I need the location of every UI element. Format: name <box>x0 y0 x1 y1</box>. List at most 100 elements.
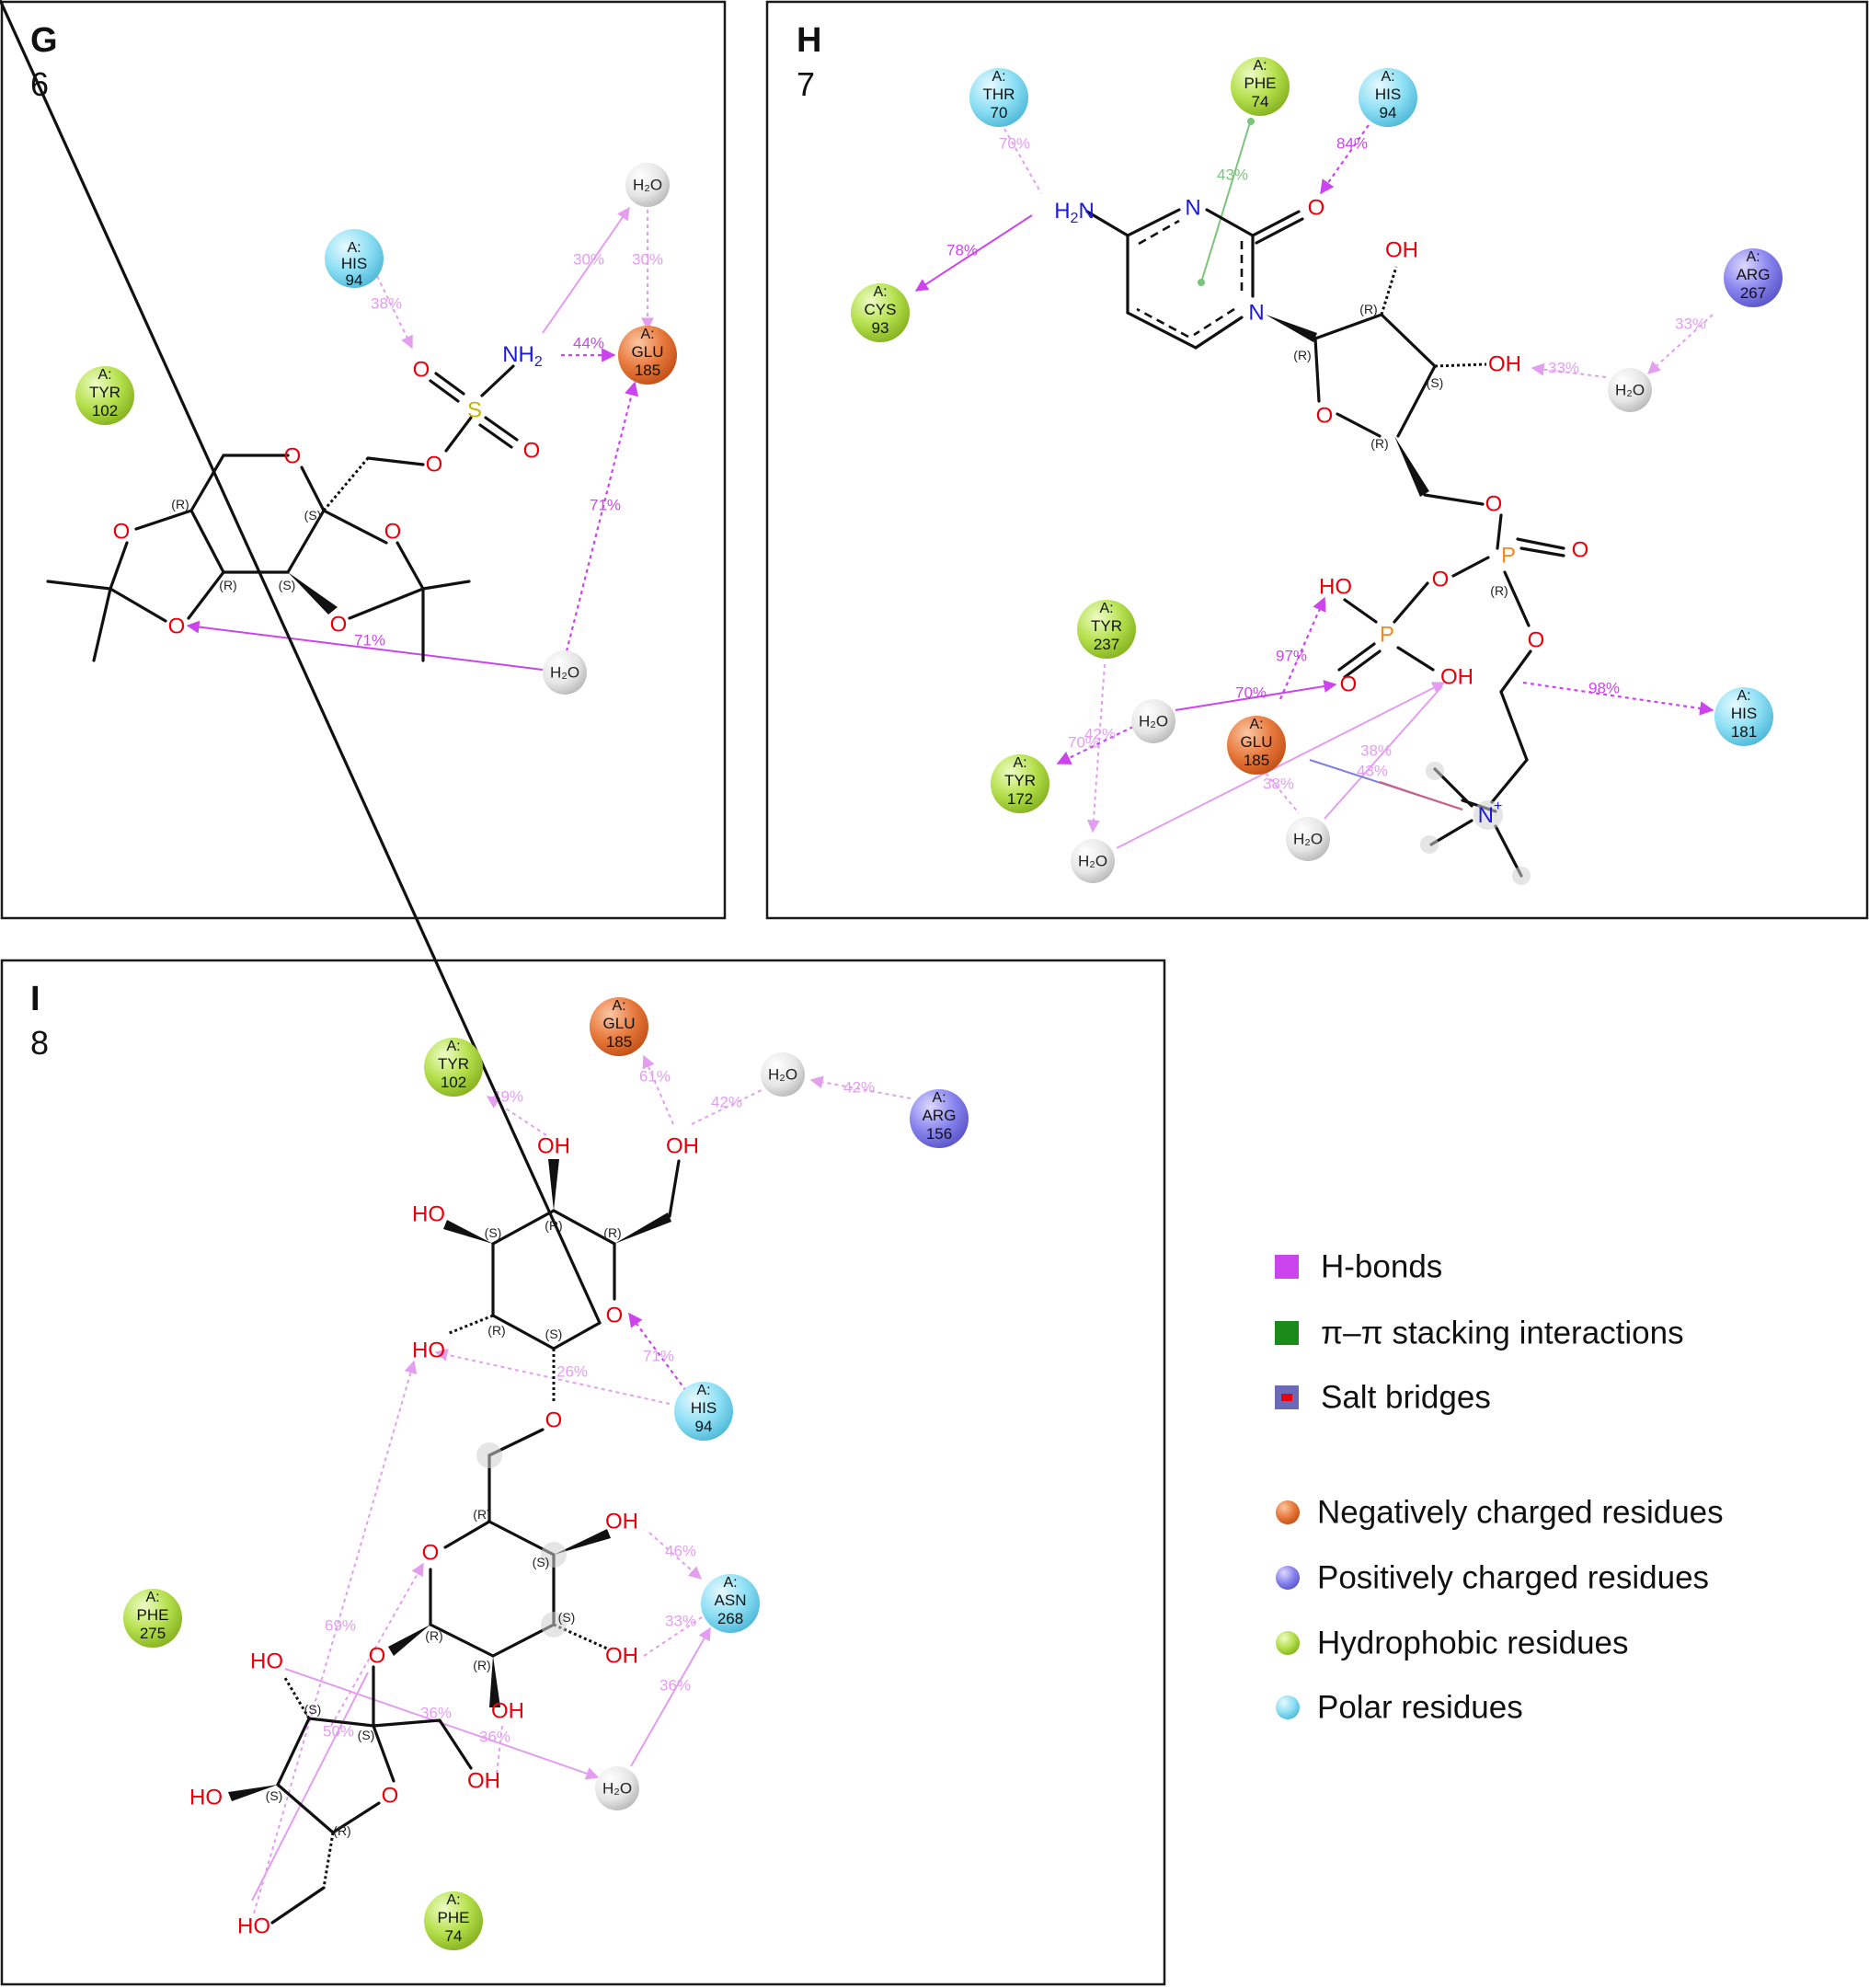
legend-dot-polar <box>1276 1695 1300 1719</box>
h-atom-h2n: H2N <box>1054 199 1095 226</box>
panel-h-letter: H <box>797 21 821 60</box>
h-bond <box>1343 649 1382 679</box>
water-label: H₂O <box>1293 831 1323 848</box>
i-hbond-arg156-water <box>809 1075 912 1099</box>
h-bond <box>1343 598 1378 624</box>
panel-h-interactions: 70% 43% 84% 78% 33% 33% 97% 70% 70% 42% … <box>914 118 1714 849</box>
h-wedge <box>1266 315 1317 342</box>
h-bond <box>1336 412 1382 438</box>
residue-name: ARG <box>1737 266 1771 283</box>
residue-chain-label: A: <box>145 1590 159 1605</box>
residue-h-arg267: A: ARG 267 <box>1724 248 1783 307</box>
i-stereo-4: (R) <box>487 1323 505 1338</box>
residue-chain-label: A: <box>1099 601 1113 616</box>
residue-number: 181 <box>1731 723 1757 741</box>
residue-name: HIS <box>1375 86 1401 103</box>
i-bond <box>668 1159 681 1218</box>
residue-name: HIS <box>341 255 367 272</box>
g-bond-hatch-b <box>187 570 225 620</box>
h-shade <box>1426 762 1444 780</box>
g-atom-o4: O <box>330 613 348 638</box>
h-bond <box>1494 824 1523 878</box>
g-atom-nh2: NH2 <box>502 342 543 370</box>
g-bond <box>300 465 326 512</box>
residue-i-arg156-disc <box>910 1089 969 1148</box>
residue-number: 172 <box>1007 790 1033 808</box>
residue-i-glu185-disc <box>590 997 648 1056</box>
residue-name: TYR <box>89 384 120 401</box>
i-pct-water-oh: 42% <box>711 1094 742 1111</box>
water-i-1: H₂O <box>761 1052 805 1097</box>
i-hbond-50 <box>330 1562 424 1727</box>
panel-g-molecule: O O O O O O S O O NH2 (R) (R) (S) (S) <box>46 342 543 662</box>
h-atom-o-p1b: O <box>1528 628 1545 653</box>
i-hbond-69 <box>253 1360 418 1914</box>
residue-g-his94: A: HIS 94 <box>325 229 384 289</box>
i-atom-oh-ch2: OH <box>666 1134 699 1159</box>
g-atom-o1: O <box>113 520 131 545</box>
residue-i-phe74-disc <box>424 1891 483 1950</box>
g-atom-o6: O <box>413 358 430 383</box>
i-stereo-3: (R) <box>603 1225 621 1240</box>
h-stereo-1: (R) <box>1293 348 1311 362</box>
g-atom-o3: O <box>384 520 402 545</box>
i-wedge <box>489 1656 500 1707</box>
water-disc <box>1608 368 1652 412</box>
i-atom-o-glyco: O <box>545 1408 563 1433</box>
i-atom-oh-r2a: OH <box>605 1510 638 1534</box>
h-atom-o-bridge: O <box>1432 568 1450 592</box>
g-bond <box>478 423 513 449</box>
residue-name: ARG <box>923 1107 957 1124</box>
h-bond <box>1313 313 1383 340</box>
residue-name: PHE <box>137 1606 169 1624</box>
i-hbond-his94-o <box>628 1312 687 1392</box>
g-wedge <box>288 572 338 615</box>
residue-name: THR <box>983 86 1015 103</box>
residue-number: 74 <box>1252 93 1269 110</box>
i-atom-ho-left: HO <box>412 1202 445 1227</box>
residue-name: GLU <box>1241 733 1273 751</box>
g-stereo-4: (S) <box>304 508 322 523</box>
residue-h-tyr237-disc <box>1077 600 1136 659</box>
h-pct-tyr172: 42% <box>1084 726 1116 743</box>
residue-name: HIS <box>691 1399 717 1417</box>
residue-chain-label: A: <box>347 240 361 256</box>
residue-chain-label: A: <box>1249 717 1263 732</box>
residue-chain-label: A: <box>640 327 654 342</box>
i-hbond-glu185 <box>642 1054 674 1125</box>
i-bonds <box>491 1209 616 1301</box>
i-pct-glu185: 61% <box>639 1068 671 1086</box>
g-hbond-his94 <box>376 275 413 350</box>
residue-h-his94-disc <box>1359 68 1417 127</box>
h-pct-water3-oh: 38% <box>1360 742 1392 760</box>
i-atom-ho-fru1: HO <box>250 1649 283 1674</box>
h-shade <box>1473 800 1503 830</box>
residue-g-glu185: A: GLU 185 <box>618 326 677 385</box>
water-disc <box>625 163 670 207</box>
h-hbond-his94 <box>1320 124 1370 195</box>
g-bond <box>322 509 388 545</box>
residue-chain-label: A: <box>612 998 625 1014</box>
i-atom-ho-left2: HO <box>412 1339 445 1363</box>
i-stereo-5: (S) <box>545 1327 563 1341</box>
water-label: H₂O <box>1615 382 1645 399</box>
panel-g: G 6 38% 44% 30% 30% 71% 71% <box>0 0 727 920</box>
g-atom-o7: O <box>523 439 541 464</box>
residue-i-tyr102-disc <box>424 1038 483 1097</box>
residue-chain-label: A: <box>992 69 1005 85</box>
g-hbond-water2-o <box>186 620 544 671</box>
g-hbond-nh2-water <box>542 206 630 334</box>
i-stereo-12: (S) <box>358 1728 375 1742</box>
legend: H-bonds π–π stacking interactions Salt b… <box>1275 1249 1724 1726</box>
i-atom-o-ring1: O <box>606 1304 624 1328</box>
i-atom-oh-r2c: OH <box>491 1699 524 1724</box>
g-pct-water2-glu185: 71% <box>590 497 621 514</box>
h-atom-n-plus: N+ <box>1478 799 1503 828</box>
legend-positive: Positively charged residues <box>1317 1560 1709 1596</box>
residue-i-phe275: A: PHE 275 <box>123 1589 182 1648</box>
h-bond <box>1380 313 1437 368</box>
h-atom-oh-p2: OH <box>1440 665 1473 690</box>
legend-dot-negative <box>1276 1500 1300 1524</box>
i-pct-his94-o: 71% <box>643 1348 674 1365</box>
residue-number: 94 <box>695 1418 713 1435</box>
